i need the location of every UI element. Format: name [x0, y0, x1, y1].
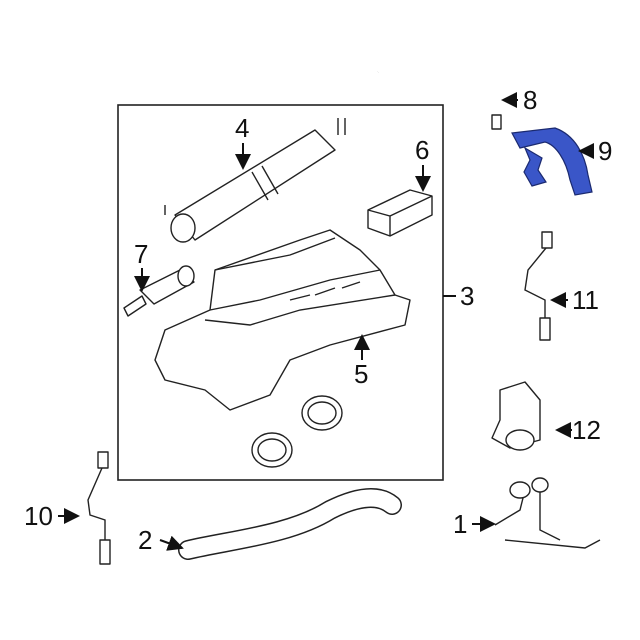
part-10-sensor[interactable] — [87, 451, 111, 565]
callout-1: 1 — [453, 509, 467, 539]
callout-11: 11 — [572, 285, 599, 315]
callout-3: 3 — [460, 281, 474, 311]
part-5-housing[interactable] — [154, 229, 411, 468]
callout-6: 6 — [415, 135, 429, 165]
callout-4: 4 — [235, 113, 249, 143]
part-11-sensor[interactable] — [524, 231, 553, 341]
part-12-sensor[interactable] — [491, 381, 541, 451]
part-2-hose[interactable] — [178, 488, 402, 560]
callout-5: 5 — [354, 359, 368, 389]
part-4-canister[interactable] — [164, 118, 346, 243]
callout-9: 9 — [598, 136, 612, 166]
callout-arrows — [58, 92, 594, 551]
part-9-bracket[interactable] — [511, 127, 593, 196]
part-6-filter[interactable] — [367, 189, 433, 237]
callout-12: 12 — [572, 415, 601, 445]
part-8-hose[interactable] — [377, 66, 502, 130]
assembly-box — [117, 104, 444, 481]
part-1-hose[interactable] — [494, 477, 601, 549]
part-7-valve[interactable] — [123, 265, 195, 317]
callout-2: 2 — [138, 525, 152, 555]
callout-8: 8 — [523, 85, 537, 115]
callout-7: 7 — [134, 239, 148, 269]
callout-10: 10 — [24, 501, 53, 531]
